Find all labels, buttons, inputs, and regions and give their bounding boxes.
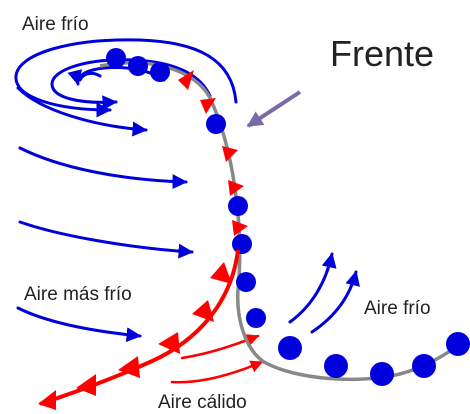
label-front: Frente: [330, 33, 434, 74]
cold-air-arrows-left: [16, 146, 194, 343]
front-line: [99, 61, 468, 382]
warm-front-triangles-upper: [178, 70, 248, 236]
label-colder-air: Aire más frío: [24, 284, 132, 305]
title-backdrop: [306, 22, 470, 88]
label-cold-air-top: Aire frío: [22, 14, 89, 35]
cold-front-semicircles: [106, 48, 470, 386]
label-cold-air-right: Aire frío: [364, 298, 431, 319]
cold-air-arrows-right: [288, 252, 360, 334]
occluded-front: [99, 48, 470, 386]
warm-front-line: [39, 249, 240, 406]
warm-front-triangles: [38, 262, 232, 410]
label-warm-air: Aire cálido: [158, 392, 247, 413]
front-pointer-arrow: [246, 90, 302, 128]
cold-air-spiral: [14, 38, 238, 137]
warm-air-arrows: [170, 334, 264, 384]
warm-front: [38, 249, 240, 410]
